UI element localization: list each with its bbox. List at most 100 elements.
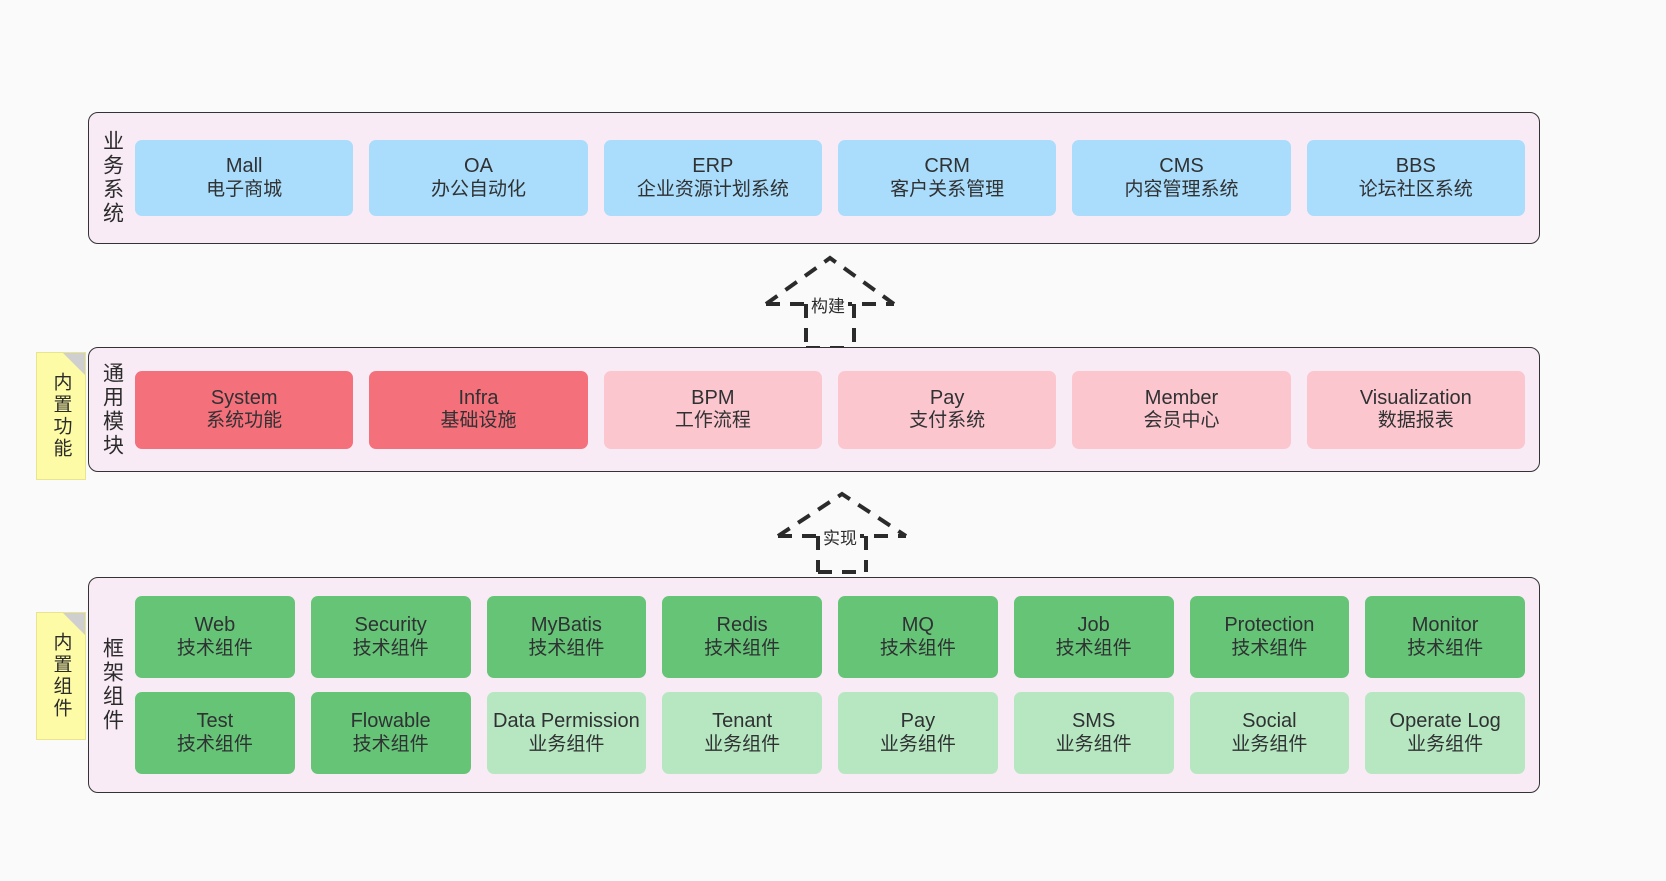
card-job[interactable]: Job 技术组件 bbox=[1013, 596, 1174, 678]
card-security[interactable]: Security 技术组件 bbox=[310, 596, 471, 678]
card-title: Protection bbox=[1224, 614, 1315, 636]
card-member[interactable]: Member 会员中心 bbox=[1072, 370, 1291, 449]
card-title: MQ bbox=[901, 614, 934, 636]
card-subtitle: 技术组件 bbox=[352, 733, 429, 755]
card-subtitle: 基础设施 bbox=[440, 410, 517, 432]
card-mall[interactable]: Mall 电子商城 bbox=[135, 140, 354, 216]
card-subtitle: 业务组件 bbox=[879, 733, 956, 755]
card-bbs[interactable]: BBS 论坛社区系统 bbox=[1306, 140, 1525, 216]
card-social[interactable]: Social 业务组件 bbox=[1189, 692, 1350, 774]
card-title: Operate Log bbox=[1389, 710, 1501, 732]
card-subtitle: 技术组件 bbox=[352, 637, 429, 659]
card-subtitle: 业务组件 bbox=[528, 733, 605, 755]
card-title: Tenant bbox=[712, 710, 773, 732]
card-subtitle: 技术组件 bbox=[528, 637, 605, 659]
card-subtitle: 业务组件 bbox=[1055, 733, 1132, 755]
note-builtin-component: 内置组件 bbox=[36, 612, 86, 740]
card-visualization[interactable]: Visualization 数据报表 bbox=[1306, 370, 1525, 449]
card-cms[interactable]: CMS 内容管理系统 bbox=[1072, 140, 1291, 216]
card-redis[interactable]: Redis 技术组件 bbox=[662, 596, 822, 678]
layer-label-framework-component: 框架组件 bbox=[100, 637, 124, 733]
connector-build: 构建 bbox=[760, 252, 900, 350]
card-subtitle: 技术组件 bbox=[704, 637, 781, 659]
card-title: Data Permission bbox=[493, 710, 640, 732]
card-title: Test bbox=[196, 710, 234, 732]
card-subtitle: 客户关系管理 bbox=[890, 178, 1005, 200]
connector-label-implement: 实现 bbox=[820, 524, 860, 549]
card-row: Web 技术组件 Security 技术组件 MyBatis 技术组件 Redi… bbox=[135, 596, 1525, 678]
card-flowable[interactable]: Flowable 技术组件 bbox=[310, 692, 471, 774]
card-test[interactable]: Test 技术组件 bbox=[135, 692, 295, 774]
layer-business-system: 业务系统 Mall 电子商城 OA 办公自动化 ERP 企业资源计划系统 bbox=[88, 112, 1540, 244]
layer-body-common-module: System 系统功能 Infra 基础设施 BPM 工作流程 Pay 支付系统 bbox=[135, 348, 1539, 471]
card-subtitle: 系统功能 bbox=[206, 410, 283, 432]
card-mq[interactable]: MQ 技术组件 bbox=[838, 596, 998, 678]
card-title: Job bbox=[1077, 614, 1110, 636]
card-title: Visualization bbox=[1359, 386, 1472, 409]
card-monitor[interactable]: Monitor 技术组件 bbox=[1365, 596, 1525, 678]
card-title: CRM bbox=[924, 155, 970, 177]
card-rows-common-module: System 系统功能 Infra 基础设施 BPM 工作流程 Pay 支付系统 bbox=[135, 370, 1525, 449]
card-subtitle: 技术组件 bbox=[879, 637, 956, 659]
layer-framework-component: 框架组件 Web 技术组件 Security 技术组件 MyBatis 技术组件 bbox=[88, 577, 1540, 793]
card-erp[interactable]: ERP 企业资源计划系统 bbox=[603, 140, 822, 216]
card-sms[interactable]: SMS 业务组件 bbox=[1013, 692, 1174, 774]
card-subtitle: 办公自动化 bbox=[430, 178, 526, 200]
generalization-arrow-icon bbox=[776, 491, 908, 574]
note-builtin-function: 内置功能 bbox=[36, 352, 86, 480]
card-subtitle: 数据报表 bbox=[1377, 410, 1454, 432]
card-title: ERP bbox=[692, 155, 734, 177]
note-label: 内置功能 bbox=[50, 372, 72, 460]
card-subtitle: 技术组件 bbox=[1231, 637, 1308, 659]
card-crm[interactable]: CRM 客户关系管理 bbox=[837, 140, 1057, 216]
card-subtitle: 技术组件 bbox=[176, 637, 253, 659]
layer-body-framework-component: Web 技术组件 Security 技术组件 MyBatis 技术组件 Redi… bbox=[135, 578, 1539, 792]
card-web[interactable]: Web 技术组件 bbox=[135, 596, 295, 678]
card-title: Pay bbox=[900, 710, 936, 732]
card-title: Member bbox=[1144, 386, 1219, 409]
connector-implement: 实现 bbox=[772, 488, 912, 574]
card-subtitle: 电子商城 bbox=[206, 178, 283, 200]
connector-label-build: 构建 bbox=[808, 292, 848, 317]
card-subtitle: 业务组件 bbox=[1231, 733, 1308, 755]
card-operate-log[interactable]: Operate Log 业务组件 bbox=[1365, 692, 1525, 774]
card-title: Infra bbox=[458, 386, 499, 409]
card-subtitle: 技术组件 bbox=[1055, 637, 1132, 659]
card-row: Test 技术组件 Flowable 技术组件 Data Permission … bbox=[135, 692, 1525, 774]
card-subtitle: 支付系统 bbox=[909, 410, 986, 432]
card-subtitle: 企业资源计划系统 bbox=[636, 178, 789, 200]
card-title: CMS bbox=[1159, 155, 1204, 177]
card-subtitle: 论坛社区系统 bbox=[1358, 178, 1473, 200]
card-bpm[interactable]: BPM 工作流程 bbox=[603, 370, 822, 449]
card-rows-framework-component: Web 技术组件 Security 技术组件 MyBatis 技术组件 Redi… bbox=[135, 596, 1525, 774]
card-tenant[interactable]: Tenant 业务组件 bbox=[662, 692, 822, 774]
card-title: BBS bbox=[1395, 155, 1436, 177]
card-title: Web bbox=[194, 614, 236, 636]
card-subtitle: 技术组件 bbox=[1407, 637, 1484, 659]
card-pay-component[interactable]: Pay 业务组件 bbox=[838, 692, 998, 774]
card-title: Security bbox=[354, 614, 427, 636]
card-subtitle: 业务组件 bbox=[704, 733, 781, 755]
card-rows-business-system: Mall 电子商城 OA 办公自动化 ERP 企业资源计划系统 CRM 客户关系… bbox=[135, 140, 1525, 216]
card-system[interactable]: System 系统功能 bbox=[135, 370, 354, 449]
card-subtitle: 内容管理系统 bbox=[1124, 178, 1239, 200]
card-oa[interactable]: OA 办公自动化 bbox=[369, 140, 588, 216]
card-mybatis[interactable]: MyBatis 技术组件 bbox=[486, 596, 647, 678]
card-pay[interactable]: Pay 支付系统 bbox=[837, 370, 1057, 449]
layer-label-common-module: 通用模块 bbox=[100, 361, 124, 458]
card-title: BPM bbox=[691, 386, 735, 409]
card-title: Redis bbox=[716, 614, 768, 636]
card-title: Pay bbox=[929, 386, 965, 409]
card-title: Monitor bbox=[1411, 614, 1479, 636]
card-title: Mall bbox=[225, 155, 263, 177]
note-fold-corner-icon bbox=[63, 353, 85, 375]
card-title: MyBatis bbox=[530, 614, 602, 636]
card-subtitle: 技术组件 bbox=[176, 733, 253, 755]
card-title: OA bbox=[464, 155, 493, 177]
card-infra[interactable]: Infra 基础设施 bbox=[369, 370, 588, 449]
note-label: 内置组件 bbox=[50, 632, 72, 720]
layer-common-module: 通用模块 System 系统功能 Infra 基础设施 BPM 工作流程 bbox=[88, 347, 1540, 472]
card-data-permission[interactable]: Data Permission 业务组件 bbox=[486, 692, 647, 774]
card-protection[interactable]: Protection 技术组件 bbox=[1189, 596, 1350, 678]
